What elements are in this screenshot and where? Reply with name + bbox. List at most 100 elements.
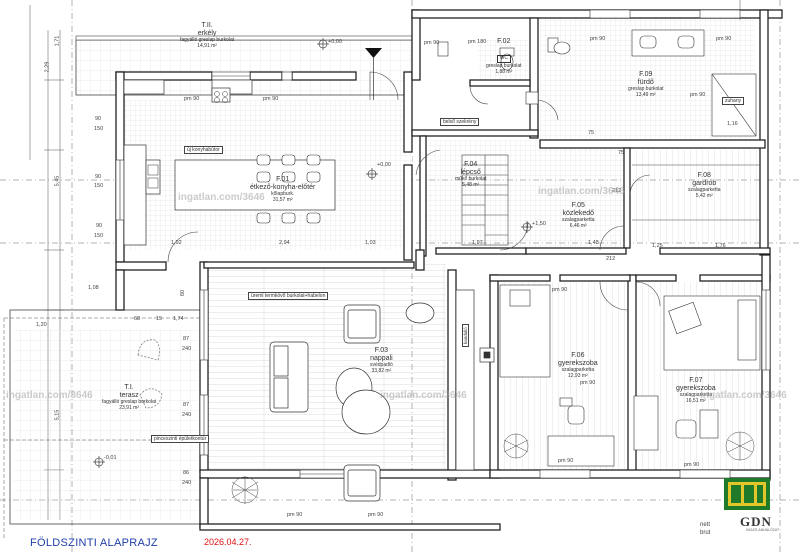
room-floor: greslap burkolat — [486, 63, 522, 70]
dim-103: 1,03 — [365, 240, 376, 246]
dim-108: 1,08 — [88, 285, 99, 291]
level-hall: +1,50 — [532, 221, 546, 227]
dim-150: 150 — [94, 183, 104, 189]
room-area: 31,57 m² — [272, 196, 293, 203]
room-floor: kőlapburk. — [271, 191, 295, 198]
dim-87: 87 — [183, 336, 190, 342]
dim-pm90: pm 90 — [590, 36, 606, 42]
netto-label: nett — [700, 522, 711, 528]
room-name: WC — [496, 55, 511, 63]
dim-150: 150 — [94, 126, 104, 132]
room-label-kozlekedo: F.05 közlekedő szalagparketta 6,46 m² — [562, 202, 595, 230]
dim-90: 90 — [95, 174, 102, 180]
room-area: 33,82 m² — [371, 367, 392, 374]
dim-75: 75 — [588, 130, 595, 136]
room-id: F.04 — [464, 161, 478, 168]
room-label-gyerekszoba-2: F.07 gyerekszoba szalagparketta 16,51 m² — [676, 377, 716, 405]
dim-212: 212 — [612, 188, 622, 194]
room-area: 14,91 m² — [197, 42, 217, 49]
dim-pm90: pm 90 — [716, 36, 732, 42]
room-area: 5,48 m² — [462, 181, 480, 188]
room-floor: szalagparketta — [679, 392, 713, 399]
room-floor: műkő burkolat — [455, 176, 487, 183]
room-area: 5,42 m² — [695, 192, 713, 199]
level-balcony: +0,00 — [328, 39, 342, 45]
room-floor: fagyálló greslap burkolat — [102, 399, 157, 406]
tag-belso-szekreny: belső szekrény — [440, 118, 480, 126]
room-id: F.01 — [276, 176, 290, 183]
room-id: T.II. — [201, 22, 213, 29]
room-name: terasz — [119, 392, 139, 400]
tag-kandallo: kandalló — [462, 324, 469, 347]
dim-171: 1,71 — [54, 35, 61, 47]
dim-148: 1,48 — [588, 240, 599, 246]
room-name: nappali — [370, 355, 393, 363]
dim-86: 86 — [183, 470, 190, 476]
tag-zuhany: zuhany — [722, 97, 745, 105]
room-area: 12,93 m² — [567, 372, 588, 379]
plan-title: FÖLDSZINTI ALAPRAJZ — [30, 537, 158, 549]
room-label-erkely: T.II. erkély fagyálló greslap burkolat 1… — [180, 22, 234, 50]
watermark: ingatlan.com/3646 — [380, 390, 467, 401]
dim-116: 1,16 — [727, 121, 738, 127]
dim-174: 1,74 — [173, 316, 184, 322]
room-id: F.02 — [497, 38, 511, 45]
dim-pm90: pm 90 — [368, 512, 384, 518]
room-name: gardrób — [692, 180, 717, 188]
room-floor: svédpadló — [370, 362, 393, 369]
room-id: F.03 — [374, 347, 389, 354]
dim-240: 240 — [182, 412, 192, 418]
room-floor: szalagparketta — [561, 367, 595, 374]
plan-date: 2026.04.27. — [204, 537, 252, 547]
dim-pm90: pm 90 — [552, 287, 568, 293]
dim-pm180: pm 180 — [468, 39, 487, 45]
watermark: ingatlan.com/3646 — [178, 192, 265, 203]
tag-konyhabutor: új konyhabútor — [184, 146, 223, 154]
logo-subtitle: INGATLANHÁLÓZAT — [746, 528, 780, 532]
dim-192: 1,92 — [171, 240, 182, 246]
dim-240: 240 — [182, 346, 192, 352]
dim-120: 1,20 — [36, 322, 47, 328]
dim-pm90: pm 90 — [684, 462, 700, 468]
room-label-nappali: F.03 nappali svédpadló 33,82 m² — [370, 347, 393, 375]
dim-pm90: pm 90 — [424, 40, 440, 46]
room-id: F.07 — [689, 377, 703, 384]
watermark: ingatlan.com/3646 — [6, 390, 93, 401]
dim-pm90: pm 90 — [263, 96, 279, 102]
room-name: gyerekszoba — [676, 385, 716, 393]
room-area: 1,88 m² — [495, 69, 513, 76]
room-label-gyerekszoba-1: F.06 gyerekszoba szalagparketta 12,93 m² — [558, 352, 598, 380]
room-area: 23,91 m² — [119, 404, 139, 411]
dim-294: 2,94 — [279, 240, 290, 246]
dim-68: 68 — [134, 316, 141, 322]
dim-pm90: pm 90 — [558, 458, 574, 464]
room-id: F.06 — [571, 352, 585, 359]
room-floor: greslap burkolat — [628, 86, 664, 93]
room-name: étkező-konyha-előtér — [250, 184, 316, 192]
room-label-furdo: F.09 fürdő greslap burkolat 13,49 m² — [628, 71, 664, 99]
room-id: F.08 — [697, 172, 711, 179]
dim-pm90: pm 90 — [184, 96, 200, 102]
dim-15: 15 — [156, 316, 163, 322]
room-name: lépcső — [460, 169, 481, 177]
dim-197: 1,97 — [472, 240, 483, 246]
watermark: ingatlan.com/3646 — [700, 390, 787, 401]
room-label-gardrob: F.08 gardrób szalagparketta 5,42 m² — [688, 172, 721, 200]
room-area: 13,49 m² — [635, 91, 656, 98]
dim-75: 75 — [618, 150, 625, 156]
room-id: F.05 — [571, 202, 585, 209]
tag-pince-kontur: pinceszinti épületkontúr — [151, 435, 210, 443]
room-label-terasz: T.I. terasz fagyálló greslap burkolat 23… — [102, 384, 156, 412]
room-area: 6,46 m² — [569, 222, 587, 229]
dim-150: 150 — [94, 233, 104, 239]
dim-176: 1,76 — [715, 243, 726, 249]
room-name: közlekedő — [562, 210, 595, 218]
dim-212: 212 — [606, 256, 616, 262]
dim-pm90: pm 90 — [690, 92, 706, 98]
tag-burkolat: üreml termkövő burkolat+habelon — [248, 292, 329, 300]
room-id: F.09 — [639, 71, 653, 78]
dim-pm90: pm 90 — [580, 380, 596, 386]
dim-125: 1,25 — [652, 243, 663, 249]
room-name: gyerekszoba — [558, 360, 598, 368]
